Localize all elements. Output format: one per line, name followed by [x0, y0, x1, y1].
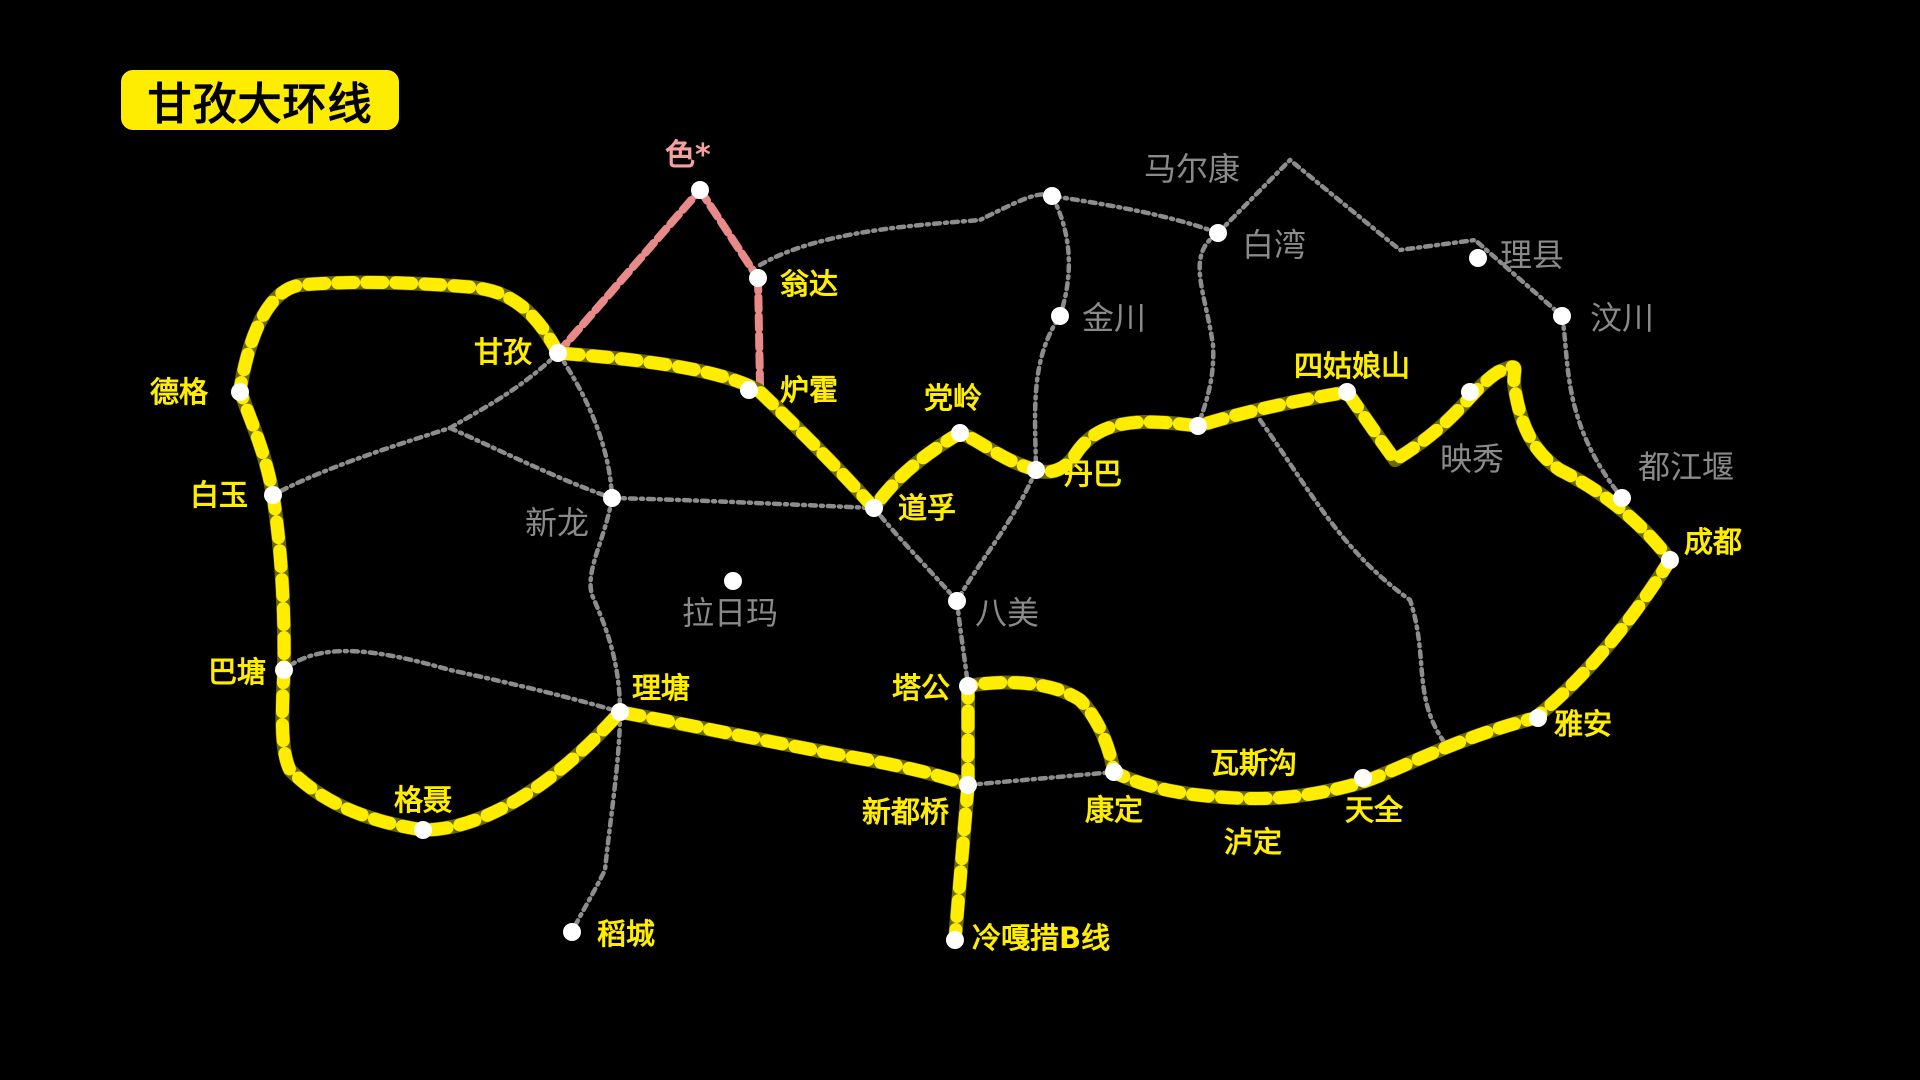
- station-dot-bamei[interactable]: [948, 592, 966, 610]
- station-dot-wenchuan[interactable]: [1553, 307, 1571, 325]
- station-dot-se[interactable]: [691, 181, 709, 199]
- station-dot-dege[interactable]: [231, 383, 249, 401]
- station-dot-dangling[interactable]: [951, 424, 969, 442]
- station-dot-tianquan[interactable]: [1354, 769, 1372, 787]
- road-bamei-daofu: [871, 505, 960, 604]
- station-dot-yingxiu[interactable]: [1461, 383, 1479, 401]
- station-dot-danba[interactable]: [1027, 461, 1045, 479]
- station-dot-dujiangyan[interactable]: [1613, 489, 1631, 507]
- station-dot-litang[interactable]: [611, 703, 629, 721]
- station-dot-lixian[interactable]: [1469, 249, 1487, 267]
- label-luhuo: 炉霍: [780, 373, 838, 407]
- label-siguniang: 四姑娘山: [1294, 349, 1410, 383]
- station-dot-yaan[interactable]: [1529, 709, 1547, 727]
- label-chengdu: 成都: [1684, 525, 1742, 559]
- station-dot-batang[interactable]: [275, 661, 293, 679]
- label-xinduqiao: 新都桥: [862, 795, 949, 829]
- label-daocheng: 稻城: [597, 917, 655, 951]
- station-dot-wengda[interactable]: [749, 269, 767, 287]
- label-baiwan: 白湾: [1242, 226, 1306, 264]
- station-dot-daocheng[interactable]: [563, 923, 581, 941]
- label-jinchuan: 金川: [1082, 299, 1146, 337]
- road-maerkang-lixian: [1215, 157, 1565, 319]
- map-title: 甘孜大环线: [147, 79, 373, 130]
- road-wengda-maerkang: [757, 192, 1221, 268]
- label-wenchuan: 汶川: [1590, 299, 1654, 337]
- stations: [231, 181, 1679, 949]
- label-xinlong: 新龙: [525, 504, 589, 542]
- road-bamei-tagong: [954, 598, 971, 689]
- road-baiwan-siguniang: [1195, 230, 1221, 429]
- label-lengga: 冷嘎措B线: [972, 921, 1110, 955]
- label-yingxiu: 映秀: [1440, 440, 1504, 478]
- label-luding: 泸定: [1224, 825, 1282, 859]
- label-bamei: 八美: [975, 594, 1039, 632]
- label-tagong: 塔公: [892, 671, 950, 705]
- road-siguniang-wasigou: [1257, 417, 1453, 753]
- pink-ganzi-se: [554, 186, 704, 357]
- pink-wengda-luhuo: [754, 274, 764, 389]
- main-loop: [233, 275, 1677, 947]
- station-dot-xinduqiao[interactable]: [959, 776, 977, 794]
- label-kangding: 康定: [1085, 793, 1143, 827]
- station-dot-extra[interactable]: [1189, 417, 1207, 435]
- station-dot-luhuo[interactable]: [740, 381, 758, 399]
- station-dot-xinlong[interactable]: [603, 489, 621, 507]
- station-dot-ganzi[interactable]: [549, 344, 567, 362]
- label-wasigou: 瓦斯沟: [1210, 746, 1297, 780]
- station-dot-baiwan[interactable]: [1209, 224, 1227, 242]
- road-ganzi-xinlong: [555, 350, 615, 501]
- road-xinduqiao-kangding: [965, 769, 1117, 788]
- label-dangling: 党岭: [924, 381, 982, 415]
- label-geni: 格聂: [394, 783, 453, 817]
- label-litang: 理塘: [632, 671, 690, 705]
- road-junction-xinlong: [447, 425, 615, 501]
- label-dege: 德格: [150, 375, 209, 409]
- road-wenchuan-dujiangyan: [1559, 313, 1625, 501]
- label-dujiangyan: 都江堰: [1638, 448, 1734, 486]
- label-danba: 丹巴: [1064, 457, 1122, 491]
- station-dot-chengdu[interactable]: [1661, 551, 1679, 569]
- side-route-se: [554, 186, 764, 389]
- label-lariama: 拉日玛: [682, 594, 778, 632]
- label-ganzi: 甘孜: [474, 335, 533, 369]
- station-dot-tagong[interactable]: [959, 677, 977, 695]
- station-dot-geni[interactable]: [414, 821, 432, 839]
- road-danba-bamei: [954, 467, 1039, 604]
- label-wengda: 翁达: [780, 267, 838, 301]
- pink-se-wengda: [696, 186, 762, 282]
- road-ganzi-baiyu: [270, 350, 561, 498]
- other-roads: [270, 157, 1625, 935]
- label-batang: 巴塘: [208, 655, 266, 689]
- station-dot-siguniang[interactable]: [1338, 383, 1356, 401]
- station-labels: 色* 翁达 甘孜 炉霍 德格 白玉 巴塘 格聂 理塘 稻城 新龙 拉日玛 道孚 …: [150, 138, 1742, 955]
- station-dot-maerkang[interactable]: [1043, 187, 1061, 205]
- station-dot-kangding[interactable]: [1105, 763, 1123, 781]
- label-baiyu: 白玉: [190, 478, 248, 512]
- road-xinlong-litang: [588, 495, 623, 715]
- label-tianquan: 天全: [1345, 793, 1404, 827]
- station-dot-lariama[interactable]: [724, 572, 742, 590]
- station-dot-lengga[interactable]: [946, 931, 964, 949]
- station-dot-daofu[interactable]: [865, 499, 883, 517]
- station-dot-jinchuan[interactable]: [1051, 307, 1069, 325]
- label-daofu: 道孚: [898, 491, 956, 525]
- label-yaan: 雅安: [1554, 707, 1612, 741]
- label-lixian: 理县: [1500, 236, 1564, 274]
- map-title-badge: 甘孜大环线: [121, 70, 399, 130]
- station-dot-baiyu[interactable]: [264, 486, 282, 504]
- road-maerkang-danba: [1032, 193, 1072, 473]
- road-xinlong-daofu: [609, 495, 877, 511]
- road-litang-daocheng: [569, 709, 623, 935]
- label-maerkang: 马尔康: [1144, 150, 1240, 188]
- road-batang-litang: [281, 648, 623, 715]
- label-se: 色*: [665, 138, 711, 173]
